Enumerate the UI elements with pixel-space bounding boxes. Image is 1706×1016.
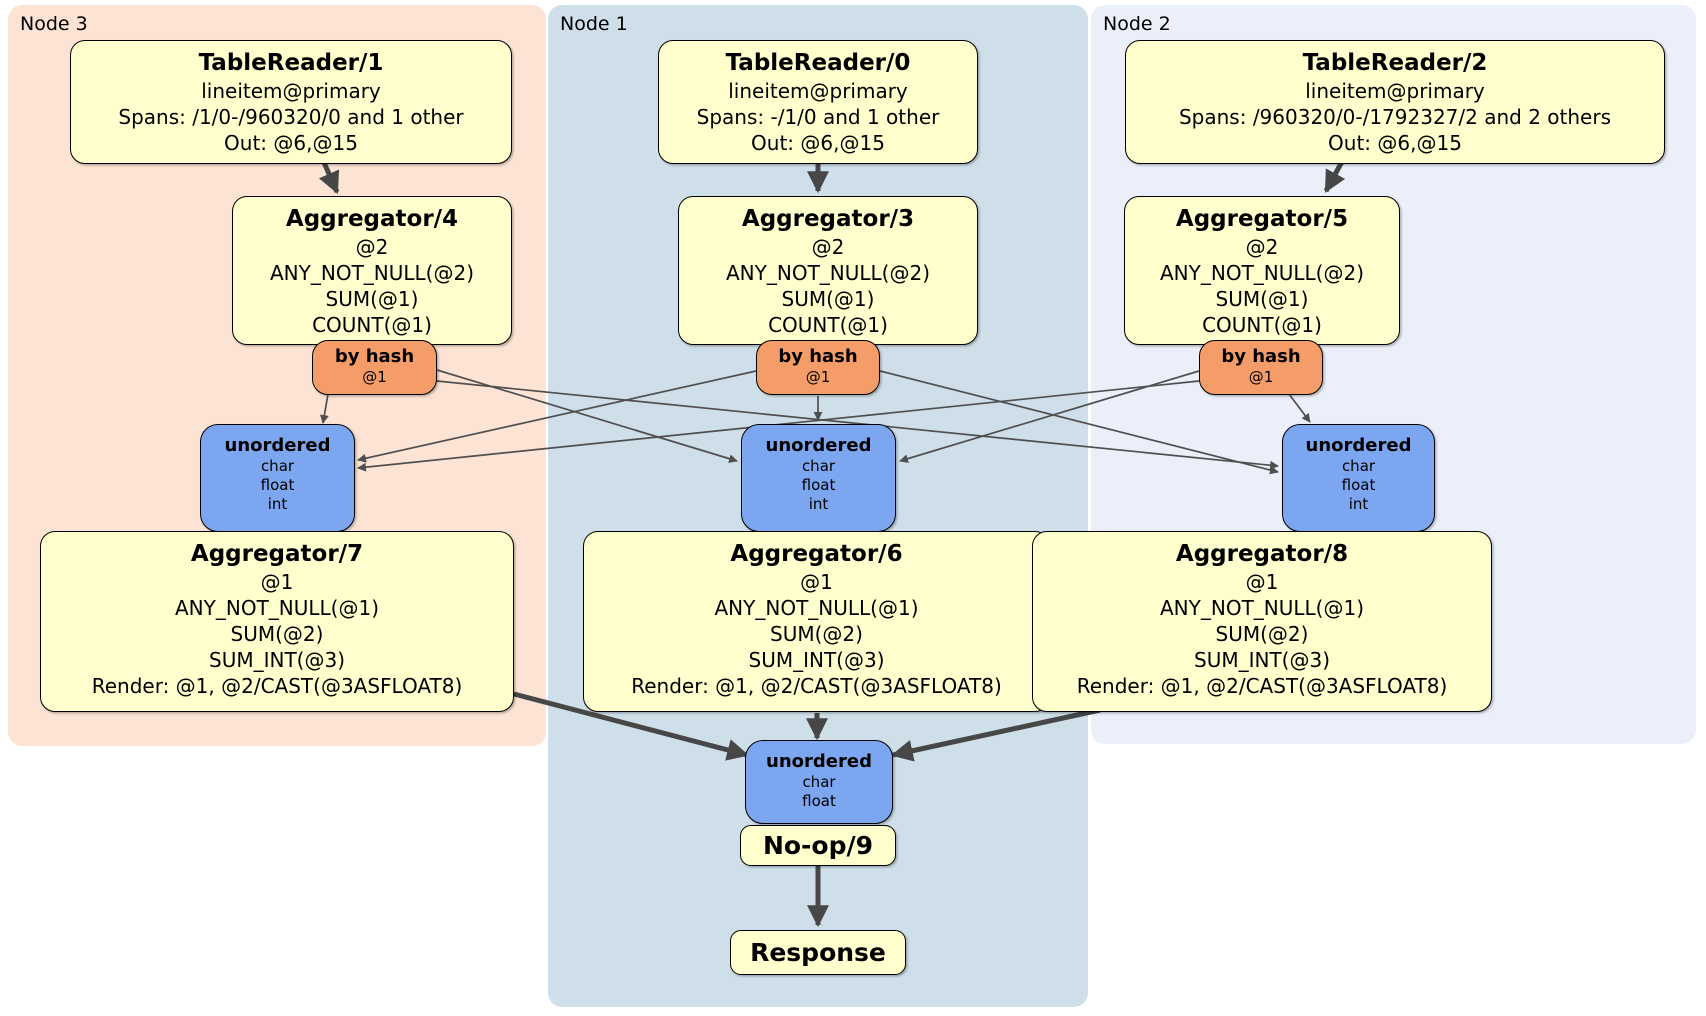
router-hash-columns: @1: [805, 368, 831, 386]
processor-tablereader-2: TableReader/2 lineitem@primary Spans: /9…: [1125, 40, 1665, 164]
processor-detail: SUM(@2): [230, 622, 324, 646]
processor-detail: @1: [800, 570, 833, 594]
sync-stream-type: char: [260, 457, 295, 475]
processor-detail: Spans: -/1/0 and 1 other: [696, 105, 940, 129]
sync-stream-type: int: [267, 495, 288, 513]
processor-title: Aggregator/5: [1175, 206, 1349, 232]
processor-detail: COUNT(@1): [768, 313, 888, 337]
processor-detail: ANY_NOT_NULL(@1): [714, 596, 919, 620]
processor-aggregator-7: Aggregator/7 @1 ANY_NOT_NULL(@1) SUM(@2)…: [40, 531, 514, 712]
processor-detail: Render: @1, @2/CAST(@3ASFLOAT8): [631, 674, 1002, 698]
processor-detail: lineitem@primary: [728, 79, 908, 103]
response-terminal: Response: [730, 930, 906, 975]
processor-detail: SUM_INT(@3): [748, 648, 885, 672]
router-label: by hash: [334, 346, 415, 367]
processor-aggregator-6: Aggregator/6 @1 ANY_NOT_NULL(@1) SUM(@2)…: [583, 531, 1050, 712]
processor-detail: Spans: /960320/0-/1792327/2 and 2 others: [1178, 105, 1611, 129]
processor-detail: SUM_INT(@3): [1194, 648, 1330, 672]
processor-noop-9: No-op/9: [740, 825, 896, 866]
processor-title: TableReader/1: [198, 50, 384, 76]
sync-stream-type: float: [801, 476, 836, 494]
processor-detail: ANY_NOT_NULL(@1): [175, 596, 379, 620]
sync-label: unordered: [766, 751, 872, 772]
processor-detail: Out: @6,@15: [1328, 131, 1462, 155]
router-label: by hash: [1221, 346, 1301, 367]
processor-detail: SUM(@2): [1215, 622, 1309, 646]
processor-aggregator-4: Aggregator/4 @2 ANY_NOT_NULL(@2) SUM(@1)…: [232, 196, 512, 345]
sync-stream-type: float: [260, 476, 295, 494]
processor-detail: COUNT(@1): [312, 313, 432, 337]
router-label: by hash: [778, 346, 858, 367]
processor-title: TableReader/0: [725, 50, 911, 76]
processor-title: TableReader/2: [1302, 50, 1488, 76]
node-region-2-label: Node 2: [1103, 13, 1171, 35]
processor-title: Aggregator/4: [285, 206, 459, 232]
sync-stream-type: char: [1341, 457, 1376, 475]
processor-detail: SUM_INT(@3): [209, 648, 345, 672]
processor-detail: COUNT(@1): [1202, 313, 1322, 337]
router-by-hash-node1: by hash @1: [756, 340, 880, 395]
processor-title: No-op/9: [762, 831, 874, 860]
processor-detail: lineitem@primary: [1305, 79, 1485, 103]
processor-detail: @1: [260, 570, 294, 594]
sync-stream-type: char: [802, 773, 836, 791]
processor-detail: lineitem@primary: [201, 79, 381, 103]
sync-unordered-node2: unordered char float int: [1282, 424, 1435, 532]
processor-detail: Render: @1, @2/CAST(@3ASFLOAT8): [1076, 674, 1448, 698]
processor-detail: ANY_NOT_NULL(@2): [270, 261, 474, 285]
sync-unordered-node1: unordered char float int: [741, 424, 896, 532]
router-by-hash-node2: by hash @1: [1199, 340, 1323, 395]
sync-stream-type: int: [808, 495, 829, 513]
processor-detail: ANY_NOT_NULL(@1): [1160, 596, 1364, 620]
sync-stream-type: char: [801, 457, 836, 475]
sync-stream-type: int: [1348, 495, 1369, 513]
sync-stream-type: float: [802, 792, 836, 810]
processor-detail: Spans: /1/0-/960320/0 and 1 other: [118, 105, 464, 129]
processor-detail: @2: [1245, 235, 1279, 259]
router-hash-columns: @1: [1248, 368, 1274, 386]
node-region-1-label: Node 1: [560, 13, 628, 35]
sync-stream-type: float: [1341, 476, 1376, 494]
sync-label: unordered: [1305, 435, 1412, 456]
processor-aggregator-5: Aggregator/5 @2 ANY_NOT_NULL(@2) SUM(@1)…: [1124, 196, 1400, 345]
response-label: Response: [750, 938, 886, 967]
sync-unordered-final: unordered char float: [745, 740, 893, 824]
processor-title: Aggregator/7: [190, 541, 364, 567]
processor-detail: SUM(@2): [770, 622, 863, 646]
sync-label: unordered: [765, 435, 872, 456]
node-region-3-label: Node 3: [20, 13, 88, 35]
processor-detail: @2: [355, 235, 389, 259]
processor-detail: Out: @6,@15: [751, 131, 885, 155]
sync-unordered-node3: unordered char float int: [200, 424, 355, 532]
processor-aggregator-3: Aggregator/3 @2 ANY_NOT_NULL(@2) SUM(@1)…: [678, 196, 978, 345]
processor-detail: ANY_NOT_NULL(@2): [1160, 261, 1364, 285]
processor-tablereader-0: TableReader/0 lineitem@primary Spans: -/…: [658, 40, 978, 164]
processor-detail: SUM(@1): [1215, 287, 1309, 311]
processor-title: Aggregator/8: [1175, 541, 1349, 567]
processor-detail: ANY_NOT_NULL(@2): [726, 261, 930, 285]
processor-detail: Out: @6,@15: [224, 131, 358, 155]
processor-detail: @2: [811, 235, 845, 259]
router-hash-columns: @1: [362, 368, 387, 386]
processor-aggregator-8: Aggregator/8 @1 ANY_NOT_NULL(@1) SUM(@2)…: [1032, 531, 1492, 712]
processor-detail: SUM(@1): [781, 287, 875, 311]
processor-detail: SUM(@1): [325, 287, 419, 311]
processor-detail: Render: @1, @2/CAST(@3ASFLOAT8): [91, 674, 463, 698]
processor-title: Aggregator/3: [741, 206, 915, 232]
processor-title: Aggregator/6: [730, 541, 903, 567]
sync-label: unordered: [224, 435, 331, 456]
processor-tablereader-1: TableReader/1 lineitem@primary Spans: /1…: [70, 40, 512, 164]
router-by-hash-node3: by hash @1: [312, 340, 437, 395]
processor-detail: @1: [1245, 570, 1279, 594]
